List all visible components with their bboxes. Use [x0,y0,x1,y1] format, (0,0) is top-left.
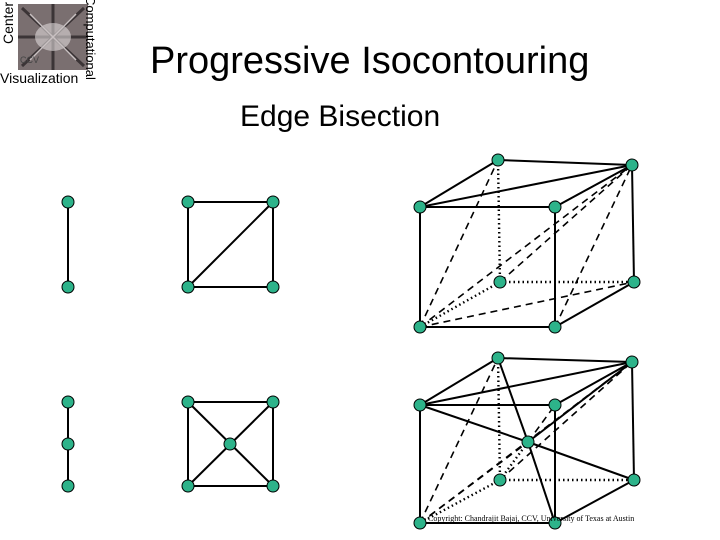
edge-1d-top [61,195,75,294]
logo-graphic [18,4,88,70]
copyright-notice: Copyright: Chandrajit Bajaj, CCV, Univer… [428,514,635,523]
cube-3d-top [413,153,641,334]
ccv-logo: Center Computational CCV Visualization [0,0,100,100]
cube-3d-bisected [413,351,641,530]
page-subtitle: Edge Bisection [240,100,441,133]
edge-1d-bisected [61,395,75,493]
logo-ccv-text: CCV [20,55,40,65]
logo-visualization-text: Visualization [0,70,79,86]
square-2d-bisected [181,395,280,493]
square-2d-top [181,195,280,294]
page-title: Progressive Isocontouring [150,40,590,82]
